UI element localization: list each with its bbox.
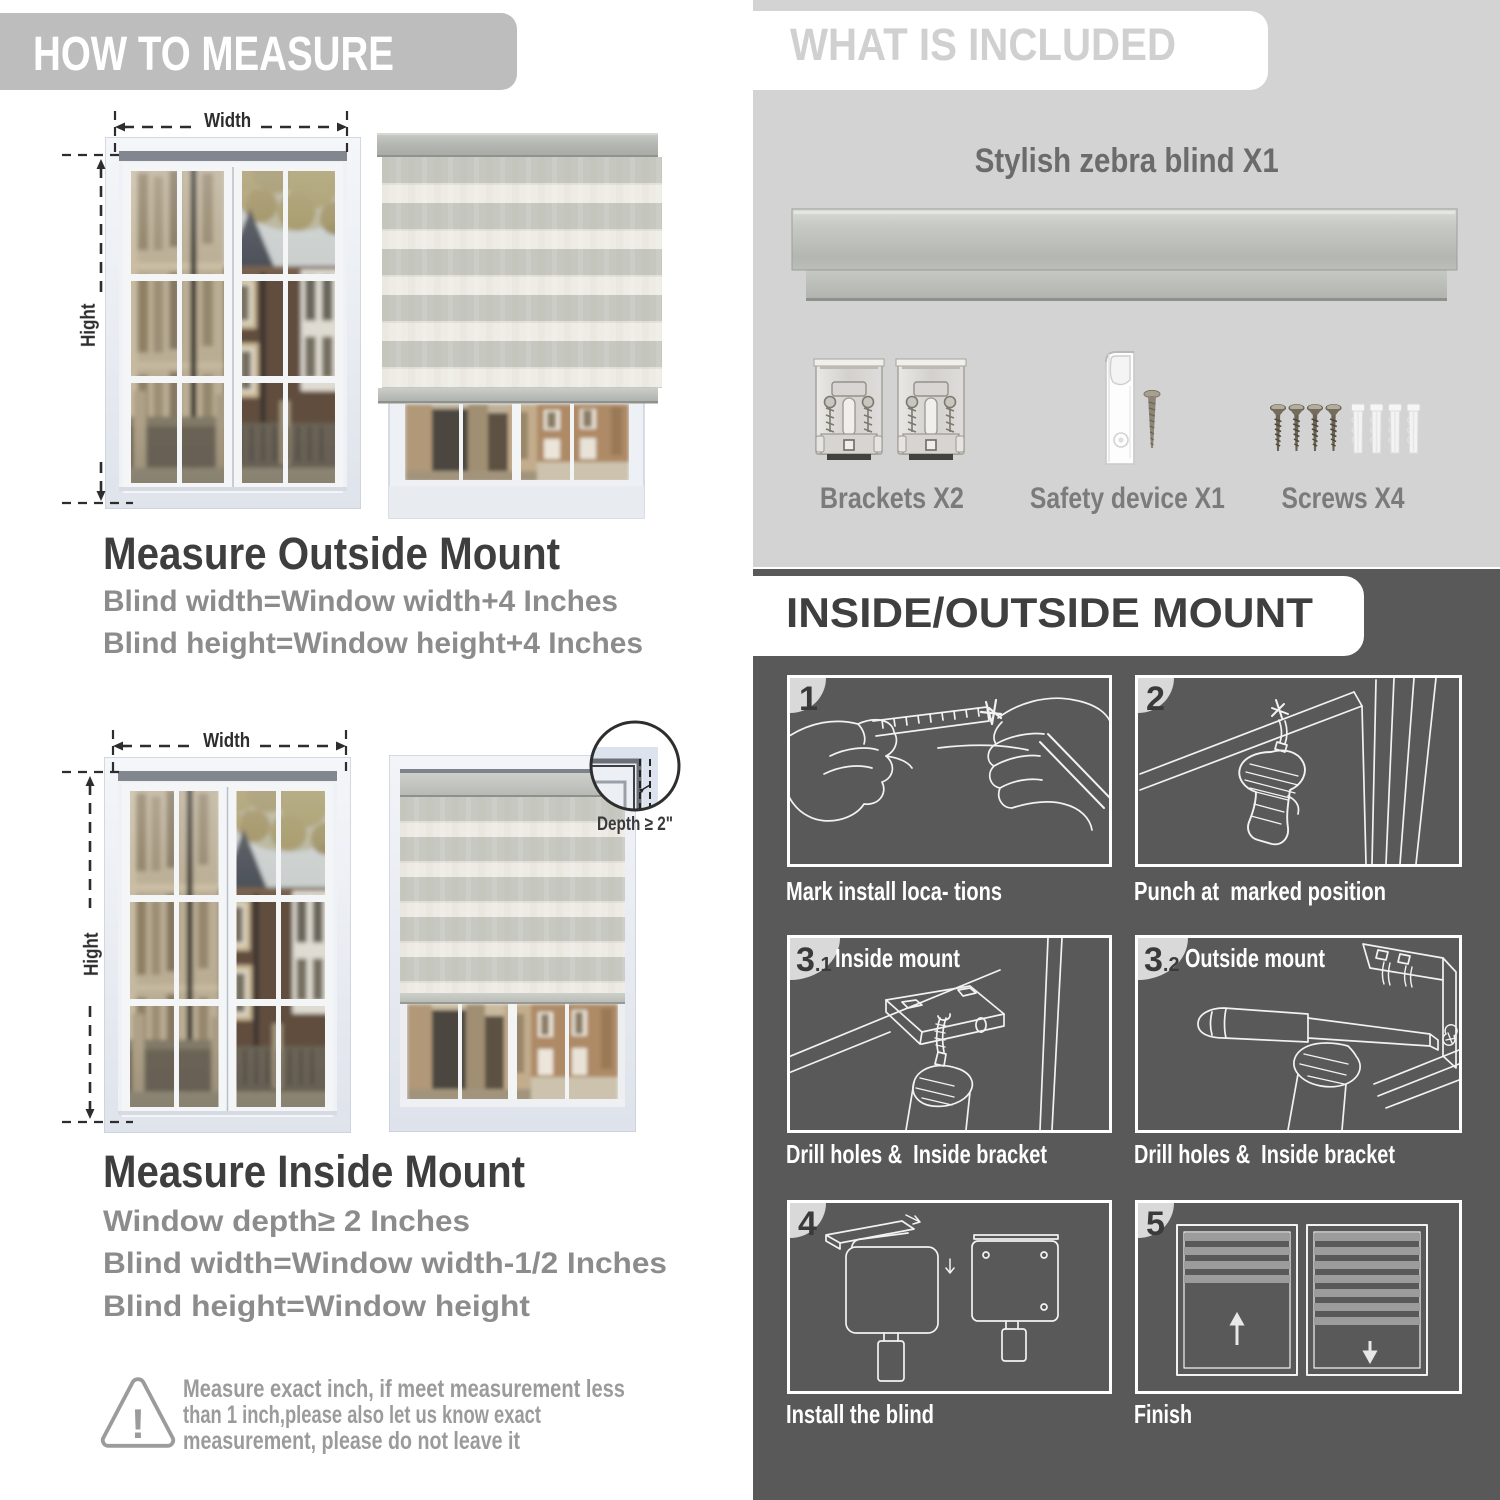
svg-text:!: !	[131, 1400, 145, 1447]
